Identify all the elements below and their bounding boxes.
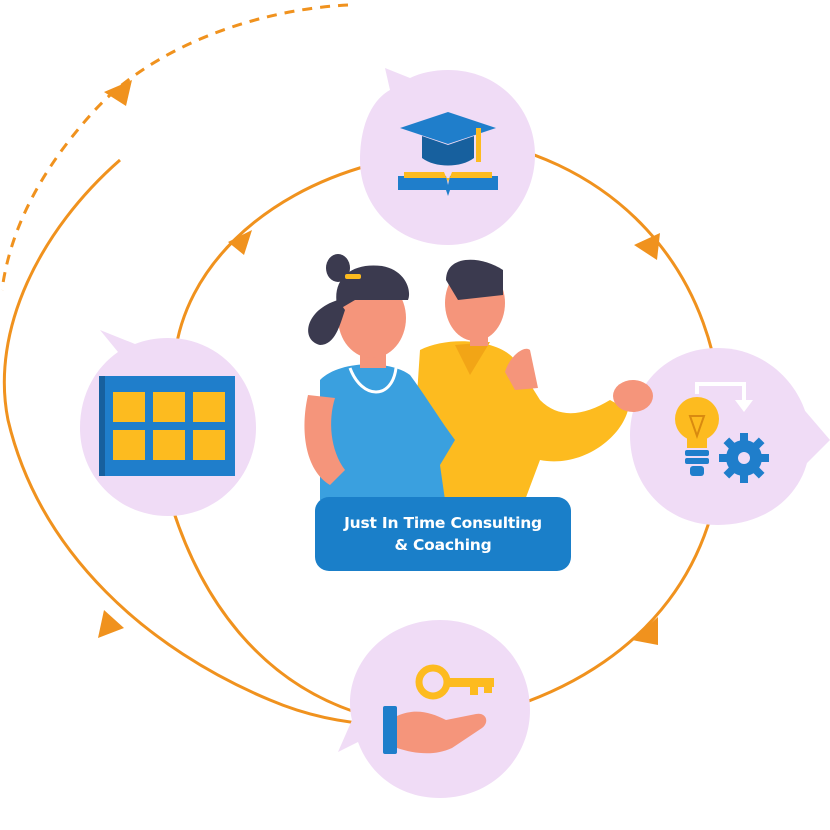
arrow-dashed [104,80,132,106]
node-access [338,620,530,798]
graduation-cap-book-icon [398,112,498,196]
center-label-line1: Just In Time Consulting [344,514,542,532]
arrow-lower-right [632,617,658,645]
key-in-hand-icon [383,664,494,754]
kanban-board-icon [99,376,235,476]
cycle-ring-lower [168,499,356,714]
node-education [360,68,535,245]
arrow-upper-left [228,230,252,255]
arrow-lower-left [98,610,124,638]
center-label-line2: & Coaching [394,536,492,554]
node-innovation [630,348,830,525]
arrow-upper-right [634,233,660,260]
node-planning [80,330,256,516]
two-people-discussing-icon [304,254,653,500]
center-label: Just In Time Consulting & Coaching [315,497,571,571]
dashed-arc [0,3,349,291]
lightbulb-gear-icon [675,382,769,483]
